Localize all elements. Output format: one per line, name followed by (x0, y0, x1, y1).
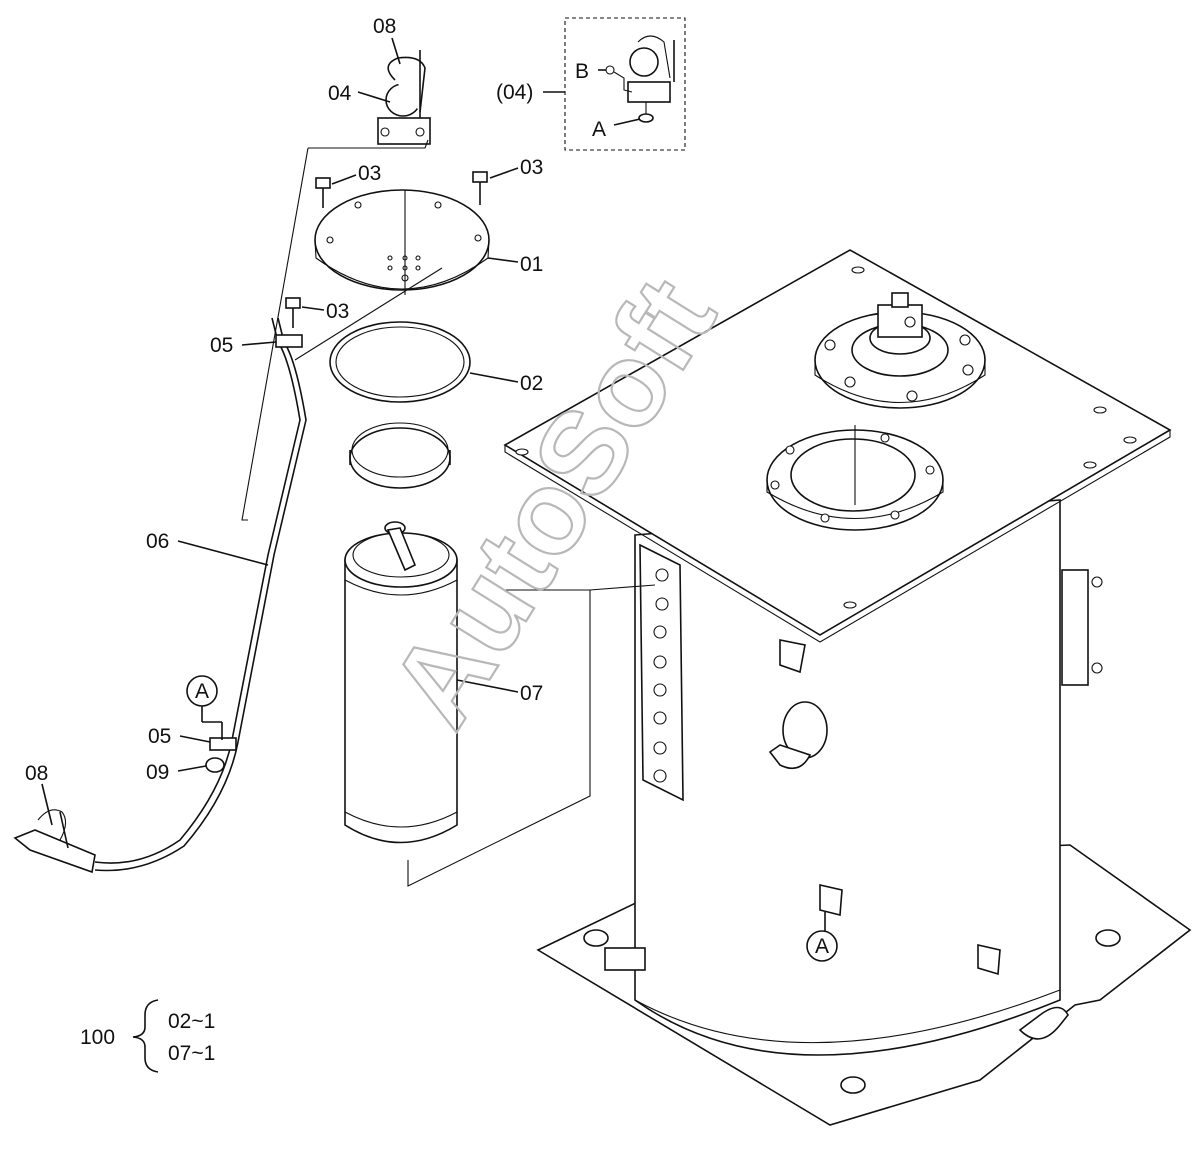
tank-filter-opening (766, 425, 944, 531)
filter-spring-ring (349, 422, 451, 489)
label-05-top: 05 (210, 334, 233, 357)
label-03-right: 03 (520, 156, 543, 179)
kit-number: 100 (80, 1026, 115, 1049)
label-08-top: 08 (373, 15, 396, 38)
hose-assembly-06 (13, 317, 307, 874)
kit-note: 100 02~1 07~1 (80, 999, 215, 1073)
callout-a-tank: A (806, 930, 838, 962)
coupling-08-bottom (13, 809, 96, 874)
svg-text:A: A (195, 680, 209, 703)
label-05-bottom: 05 (148, 725, 171, 748)
label-detail-a: A (592, 118, 606, 141)
tank-clip-upper (779, 639, 806, 674)
label-03-left: 03 (358, 162, 381, 185)
label-01: 01 (520, 253, 543, 276)
label-detail-b: B (575, 60, 589, 83)
tank-side-bracket (1061, 569, 1103, 686)
detail-inset-04 (543, 17, 686, 151)
tank-breather-flange (814, 292, 986, 409)
tank-drum-foot (1018, 1006, 1069, 1040)
tank-sensor-strip (639, 543, 684, 802)
label-08-bottom: 08 (25, 762, 48, 785)
cover-bolts-03 (285, 171, 488, 328)
tank-clip-lower (819, 883, 843, 917)
tank-clip-right (977, 943, 1001, 976)
label-03-mid: 03 (326, 300, 349, 323)
label-02: 02 (520, 372, 543, 395)
filter-element-07 (344, 521, 458, 844)
hose-clamp-05-bottom (209, 737, 237, 751)
label-detail-ref: (04) (496, 81, 533, 104)
hose-clamp-05-top (275, 334, 303, 348)
label-04: 04 (328, 82, 352, 105)
label-06: 06 (146, 530, 169, 553)
callout-a-left: A (186, 675, 218, 707)
kit-item-2: 07~1 (168, 1042, 215, 1065)
label-07: 07 (520, 682, 543, 705)
bolt-09 (205, 757, 225, 773)
tank-pipe-outlet (768, 701, 828, 770)
valve-assembly-04 (377, 50, 431, 145)
hydraulic-tank (503, 249, 1192, 1126)
filter-cover-01 (314, 189, 490, 291)
leader-lines (41, 37, 826, 932)
o-ring-02 (329, 321, 471, 403)
kit-item-1: 02~1 (168, 1010, 215, 1033)
label-09: 09 (146, 761, 169, 784)
svg-text:A: A (815, 935, 829, 958)
tank-cylinder-body (634, 499, 1061, 1056)
